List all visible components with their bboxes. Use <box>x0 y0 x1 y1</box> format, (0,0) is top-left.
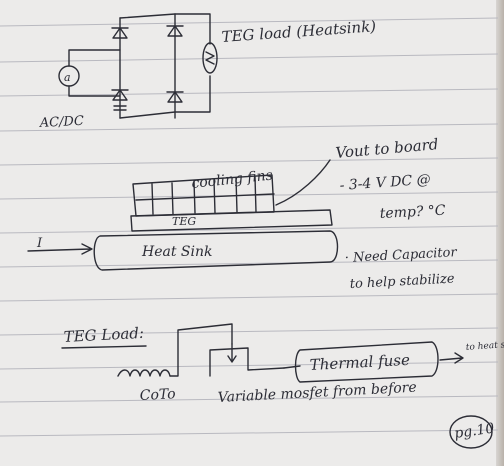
teg-load-title: TEG Load: <box>63 324 144 346</box>
title-underline <box>61 345 147 349</box>
coil-label: CoTo <box>139 386 176 404</box>
teg-label: TEG <box>172 215 196 228</box>
capacitor-note: · Need Capacitor <box>344 245 457 266</box>
page-number: pg.10 <box>453 421 495 442</box>
current-label: I <box>36 236 43 251</box>
voltage-note: - 3-4 V DC @ <box>339 172 431 194</box>
ruled-lines <box>0 17 499 437</box>
ac-source-symbol: a <box>64 71 71 84</box>
teg-load-circuit <box>117 323 464 383</box>
ac-dc-label: AC/DC <box>38 114 84 131</box>
heat-sink-label: Heat Sink <box>141 244 213 260</box>
binding-shadow <box>496 0 504 466</box>
page-number-circle <box>449 415 493 449</box>
stabilize-note: to help stabilize <box>349 272 455 292</box>
cooling-stack-diagram <box>27 159 339 271</box>
temperature-note: temp? °C <box>379 203 446 222</box>
bridge-rectifier-diagram <box>58 13 218 119</box>
vout-to-board-label: Vout to board <box>335 135 439 162</box>
cooling-fins-label: cooling fins <box>191 168 274 192</box>
to-heat-sink-label: to heat sink <box>466 339 504 353</box>
variable-mosfet-label: Variable mosfet from before <box>217 380 417 406</box>
thermal-fuse-label: Thermal fuse <box>309 351 410 374</box>
